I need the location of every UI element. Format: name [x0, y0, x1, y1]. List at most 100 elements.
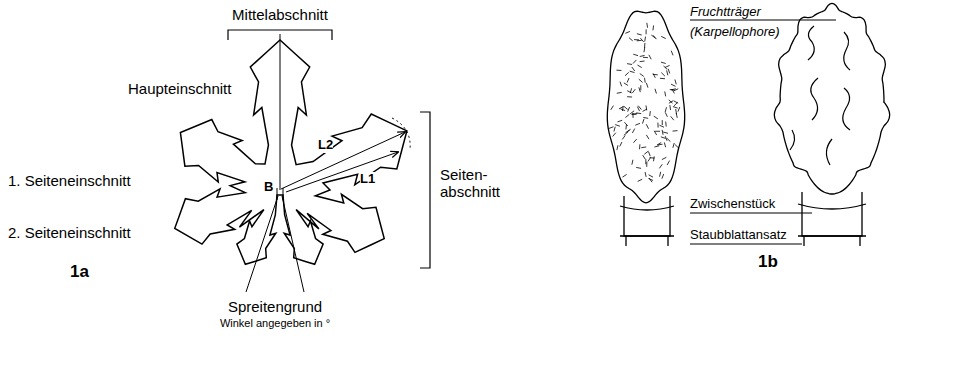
hair-stroke [640, 55, 645, 56]
hair-stroke [627, 78, 629, 83]
hair-stroke [643, 47, 645, 52]
hair-stroke [664, 91, 666, 96]
hair-stroke [645, 172, 646, 177]
hair-stroke [625, 124, 627, 129]
hair-stroke [662, 130, 663, 135]
hair-stroke [617, 145, 618, 150]
hair-stroke [622, 106, 624, 111]
stamen-base [798, 204, 866, 246]
hair-stroke [620, 82, 622, 87]
hair-stroke [641, 146, 646, 148]
hair-stroke [662, 120, 663, 125]
hair-stroke [638, 179, 643, 181]
hair-stroke [661, 73, 665, 77]
hair-stroke [630, 88, 631, 93]
hair-stroke [654, 116, 658, 119]
angle-line [246, 196, 278, 292]
hair-stroke [662, 157, 666, 159]
hair-stroke [650, 157, 655, 159]
hair-stroke [673, 143, 674, 148]
leader-line [690, 244, 802, 245]
hair-stroke [669, 100, 673, 103]
hair-stroke [617, 92, 622, 94]
hair-stroke [625, 72, 629, 75]
hair-stroke [652, 25, 654, 30]
length-arrow [281, 132, 405, 189]
hair-stroke [643, 57, 648, 58]
hair-stroke [627, 96, 632, 97]
hair-stroke [630, 71, 635, 72]
hair-stroke [649, 111, 651, 116]
hair-stroke [639, 87, 640, 92]
section-label: Seiten- abschnitt [440, 166, 514, 201]
hair-stroke [643, 117, 648, 119]
hair-stroke [678, 107, 680, 112]
leaf-outline [175, 40, 407, 264]
section-label: Mittelabschnitt [232, 6, 328, 23]
hair-stroke [661, 62, 666, 63]
hair-stroke [671, 84, 676, 86]
hair-stroke [659, 164, 662, 168]
hair-stroke [657, 123, 658, 128]
hair-stroke [625, 31, 630, 33]
hair-stroke [661, 137, 666, 139]
hair-stroke [665, 107, 666, 112]
hair-stroke [643, 155, 646, 159]
hair-stroke [649, 178, 652, 182]
hair-stroke [632, 160, 633, 165]
stamen-base [620, 206, 674, 246]
part-label: Zwischenstück [690, 197, 775, 212]
hair-stroke [637, 107, 639, 111]
hair-stroke [660, 78, 665, 79]
note-label: Winkel angegeben in ° [220, 317, 330, 330]
hair-stroke [642, 119, 644, 124]
hair-stroke [640, 74, 644, 77]
hair-stroke [663, 132, 668, 133]
incision-label: Haupteinschnitt [128, 80, 231, 97]
hair-stroke [651, 35, 655, 38]
length-label: L2 [318, 138, 333, 153]
hair-stroke [660, 172, 661, 177]
leader-line [690, 20, 836, 21]
hair-stroke [675, 144, 679, 147]
hair-stroke [636, 167, 641, 169]
hair-stroke [671, 116, 674, 120]
leader-line [690, 213, 812, 214]
length-arrow [286, 152, 398, 192]
hair-stroke [655, 89, 656, 94]
hair-stroke [616, 70, 621, 71]
hair-stroke [665, 112, 667, 117]
hair-stroke [667, 161, 669, 165]
hair-stroke [620, 142, 622, 146]
hair-texture [609, 23, 680, 182]
hair-stroke [667, 70, 668, 75]
hair-stroke [639, 144, 640, 149]
hair-stroke [673, 107, 678, 109]
hair-stroke [669, 101, 673, 104]
hair-stroke [632, 67, 635, 71]
hair-stroke [665, 65, 670, 67]
hair-stroke [646, 162, 647, 167]
hair-stroke [649, 55, 651, 59]
hair-stroke [637, 34, 642, 35]
hair-stroke [609, 127, 614, 129]
angle-line [282, 196, 304, 292]
hair-stroke [622, 135, 625, 139]
hair-stroke [675, 79, 676, 84]
hair-stroke [657, 142, 661, 145]
hair-stroke [611, 106, 614, 110]
hair-stroke [617, 120, 622, 122]
hair-stroke [667, 138, 671, 141]
hair-stroke [653, 156, 655, 161]
fruit-hairy [607, 11, 684, 203]
length-label: L1 [360, 172, 375, 187]
hair-stroke [640, 85, 641, 90]
hair-stroke [664, 142, 665, 147]
hair-stroke [668, 69, 670, 74]
hair-stroke [644, 151, 648, 154]
hair-stroke [644, 78, 646, 83]
hair-stroke [628, 107, 630, 112]
hair-stroke [648, 152, 650, 157]
hair-stroke [646, 29, 647, 34]
stamen-base [802, 192, 862, 236]
